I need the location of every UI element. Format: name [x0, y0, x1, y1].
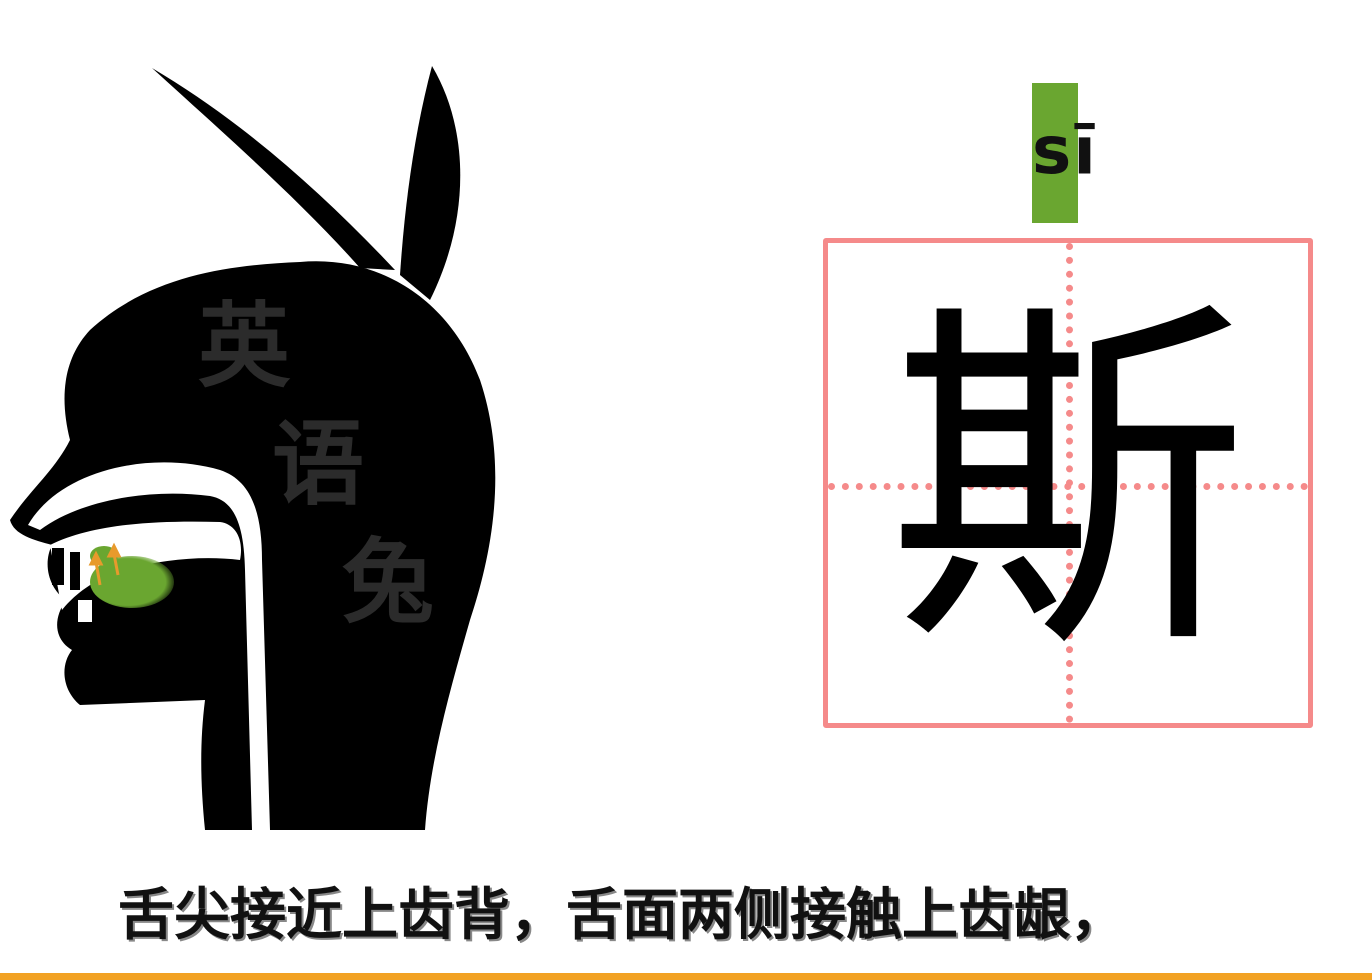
watermark-char-2: 语 [272, 410, 365, 518]
head-cross-section-illustration [10, 66, 496, 831]
character-writing-grid: 斯 [823, 238, 1313, 728]
video-progress-bar[interactable] [0, 973, 1372, 980]
subtitle-caption: 舌尖接近上齿背，舌面两侧接触上齿龈， [118, 883, 1126, 948]
airway-passage [28, 462, 270, 830]
oral-cavity [50, 521, 242, 610]
airflow-arrows-icon [88, 542, 122, 586]
pinyin-label: sī [1032, 112, 1098, 189]
rabbit-ear-left [152, 68, 395, 270]
rabbit-ear-right [400, 66, 461, 300]
pinyin-highlight-bar [1032, 83, 1078, 223]
upper-teeth [52, 548, 80, 590]
watermark-char-1: 英 [198, 292, 291, 400]
watermark-char-3: 兔 [342, 528, 435, 636]
chinese-character: 斯 [888, 273, 1248, 692]
lower-teeth [78, 600, 92, 622]
tongue-highlight [90, 556, 174, 608]
grid-guide-horizontal [828, 483, 1308, 490]
